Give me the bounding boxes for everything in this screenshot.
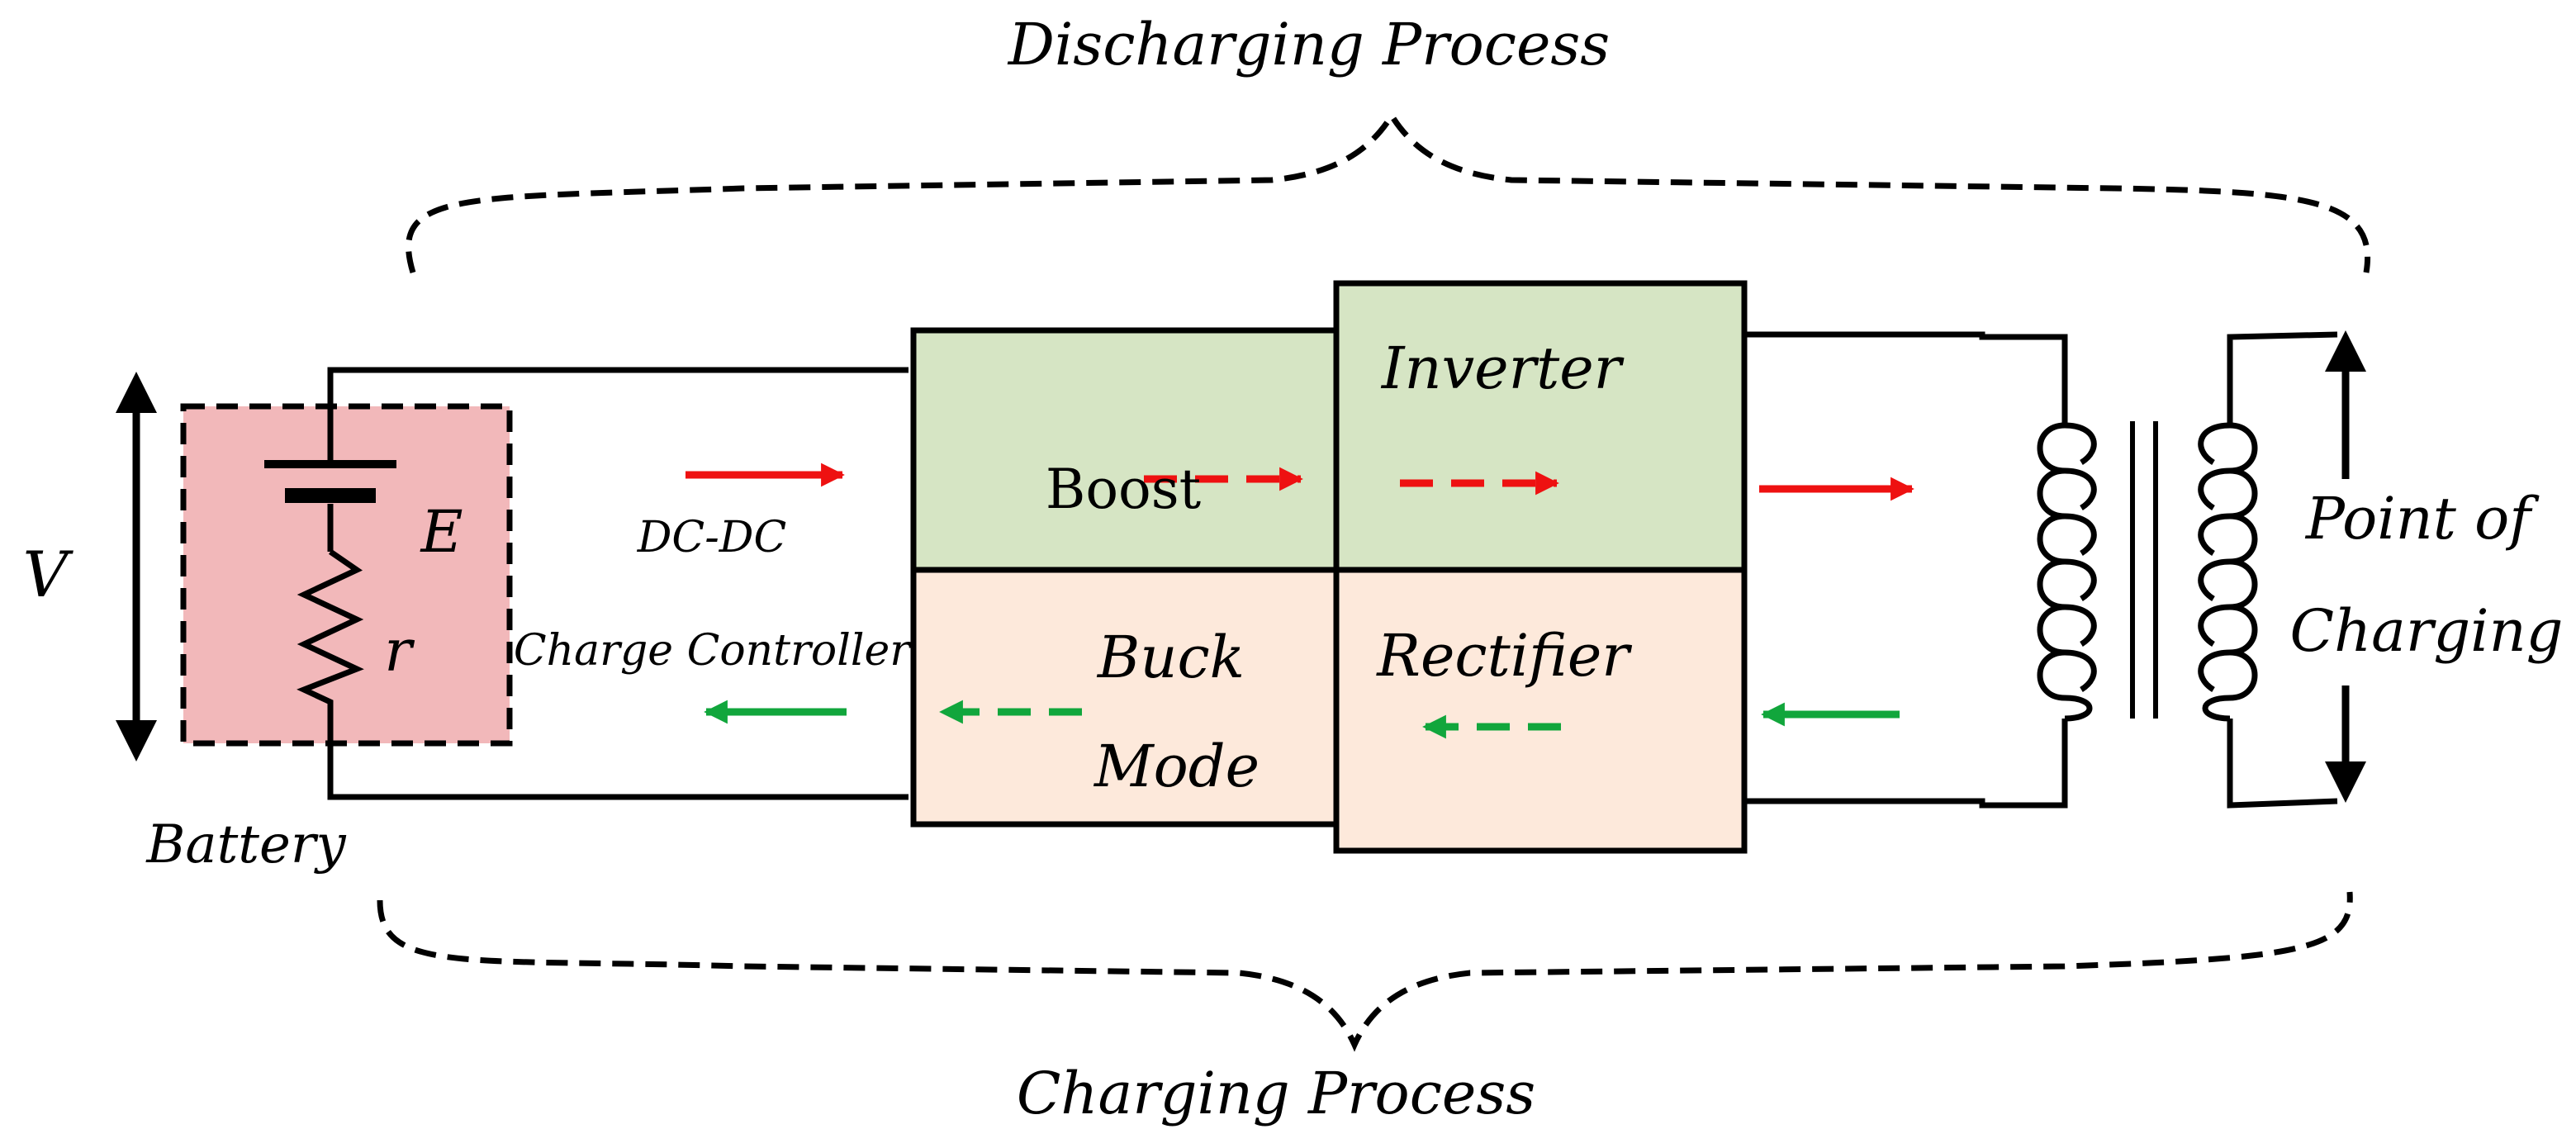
buck-label-line2: Mode bbox=[1093, 733, 1260, 800]
rectifier-label: Rectifier bbox=[1375, 622, 1632, 690]
battery-cell-symbol bbox=[264, 460, 396, 552]
transformer-wires bbox=[1744, 331, 2338, 809]
internal-resistor-symbol bbox=[297, 549, 364, 739]
charge-controller-label: Charge Controller bbox=[514, 626, 913, 676]
charging-brace bbox=[377, 891, 2353, 1052]
point-of-charging-arrows bbox=[2325, 330, 2366, 803]
buck-label-line1: Buck bbox=[1096, 624, 1245, 691]
inverter-label: Inverter bbox=[1380, 334, 1625, 402]
buck-block bbox=[910, 567, 1340, 828]
voltage-label: V bbox=[23, 538, 74, 611]
emf-label: E bbox=[419, 498, 463, 566]
point-of-charging-label-line2: Charging bbox=[2290, 597, 2564, 665]
boost-label: Boost bbox=[1046, 458, 1201, 521]
charging-process-label: Charging Process bbox=[1017, 1060, 1535, 1127]
discharging-process-label: Discharging Process bbox=[1007, 11, 1610, 78]
voltage-arrow bbox=[116, 372, 157, 761]
transformer-symbol bbox=[2037, 421, 2258, 722]
battery-wires bbox=[327, 367, 908, 800]
inverter-block bbox=[1333, 280, 1748, 573]
discharging-brace bbox=[406, 110, 2370, 274]
rectifier-block bbox=[1333, 567, 1748, 854]
boost-block bbox=[910, 327, 1340, 573]
dc-dc-label: DC-DC bbox=[637, 513, 787, 562]
point-of-charging-label-line1: Point of bbox=[2304, 485, 2540, 553]
internal-resistance-label: r bbox=[384, 617, 415, 685]
battery-label: Battery bbox=[145, 814, 346, 875]
